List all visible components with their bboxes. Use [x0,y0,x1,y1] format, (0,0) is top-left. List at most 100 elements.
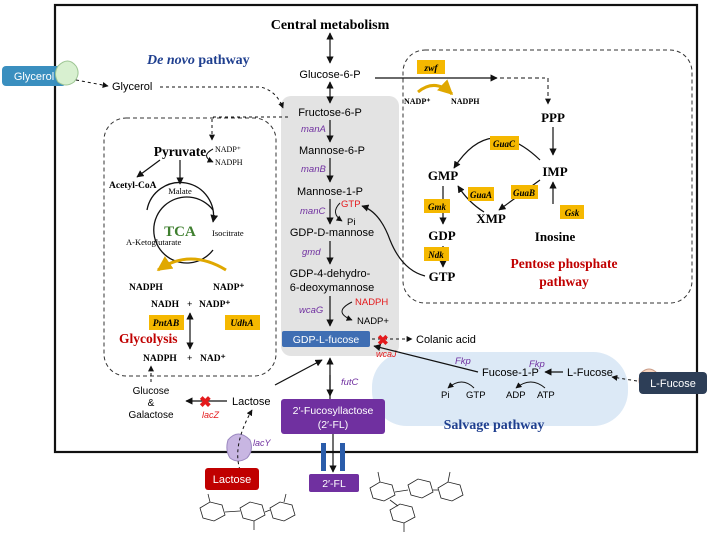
enzyme-guaC: GuaC [493,139,516,149]
arrow-nadp-nadph-tca [206,148,214,163]
cofactor-gtp-red: GTP [341,199,361,210]
inosine: Inosine [535,229,576,244]
arrow-glycerol-f6p [160,86,284,109]
fl-box [281,399,385,434]
cofactor-nadp-zwf: NADP⁺ [404,97,430,106]
cofactor-nadp-plus: NADP+ [357,316,389,327]
enzyme-gmk: Gmk [428,202,447,212]
glycerol-intracellular: Glycerol [112,81,152,93]
arrow-lfuc-import [611,374,638,382]
arrow-gtp-pi [335,202,343,222]
cofactor-nadph-left: NADPH [129,283,163,293]
gdp-l-fucose-box [282,331,370,347]
mannose-6-p: Mannose-6-P [299,145,365,157]
cofactor-nadp-tca: NADP⁺ [215,145,241,154]
glycolysis-title: Glycolysis [119,331,178,346]
glucose-6-p: Glucose-6-P [299,69,360,81]
enzyme-guaB: GuaB [513,188,535,198]
glycerol-transporter [55,60,79,86]
imp: IMP [542,164,567,179]
fucose-1-p: Fucose-1-P [482,367,539,379]
enzyme-lacZ: lacZ [202,410,220,420]
lactose-external-label: Lactose [213,474,252,486]
arrow-lactose-fl [274,359,323,386]
glycolysis-panel [103,117,277,377]
knockout-x-lacZ: ✖ [199,394,212,411]
guac-box [490,136,519,150]
fucosyllactose-line2: (2′-FL) [318,419,349,431]
cofactor-nadp-left: NADP⁺ [213,283,244,293]
cofactor-adp: ADP [506,390,526,401]
pentose-panel [402,49,693,304]
cofactor-nadh: NADH [151,300,180,310]
lactose-transporter [226,433,252,462]
enzyme-lacY: lacY [253,438,272,448]
glycerol-external-label: Glycerol [14,71,54,83]
tca-cycle-arc-left [153,196,214,264]
central-metabolism-title: Central metabolism [271,18,390,33]
gsk-box [560,205,584,219]
pntab-box [149,315,184,330]
udha-box [225,315,260,330]
ppp: PPP [541,110,565,125]
zwf-nadph-arrow [417,79,454,96]
plus-sign-1: + [187,300,192,310]
tca-label: TCA [164,224,196,240]
arrow-atp-adp [515,381,546,389]
gdp: GDP [428,228,456,243]
cofactor-pi: Pi [347,217,355,228]
guab-box [511,185,538,199]
gdp-4-dehydro-line2: 6-deoxymannose [290,282,374,294]
fl-out-label: 2′-FL [322,478,346,490]
arrow-nadph-nadp [341,301,353,321]
enzyme-manA: manA [301,124,326,135]
arrow-glycerol-import [75,79,109,88]
arrow-lactose-import [237,409,253,471]
de-novo-pathway-title: De novo pathway [146,53,250,68]
cofactor-nadph-red: NADPH [355,297,388,308]
arrow-pyruvate-acetylcoa [136,159,161,178]
enzyme-udhA: UdhA [230,319,253,329]
enzyme-fkp-2: Fkp [529,359,545,370]
acetyl-coa: Acetyl-CoA [109,181,157,191]
enzyme-manC: manC [300,206,325,217]
enzyme-wcaG: wcaG [299,305,323,316]
fructose-6-p: Fructose-6-P [298,107,362,119]
transhydrogenase-arrow [156,256,227,272]
cofactor-nadp-2: NADP⁺ [199,300,230,310]
cofactor-nadph-bottom: NADPH [143,354,177,364]
lactose-external-box [205,468,259,490]
arrow-f6p-pyruvate [209,116,288,141]
de-novo-panel [281,96,399,356]
a-ketoglutarate: A-Ketoglutarate [126,237,181,247]
cofactor-nadph-tca: NADPH [215,158,243,167]
cell-boundary [53,3,699,454]
exporter-bar-right [340,443,345,471]
arrow-fuc1p-gdpfuc [373,344,479,373]
cofactor-gtp-salvage: GTP [466,390,486,401]
cofactor-nad: NAD⁺ [200,354,226,364]
glycerol-external-box [2,66,66,86]
enzyme-gmd: gmd [302,247,321,258]
tca-cycle-arc-right [146,181,219,223]
l-fucose-intracellular: L-Fucose [567,367,613,379]
enzyme-futC: futC [341,377,359,388]
enzyme-fkp-1: Fkp [455,356,471,367]
plus-sign-2: + [187,354,192,364]
enzyme-ndk: Ndk [427,250,444,260]
fucosyllactose-structure-drawing [369,471,464,532]
cofactor-pi-salvage: Pi [441,390,449,401]
enzyme-gsk: Gsk [565,208,580,218]
guaa-box [468,187,494,201]
ampersand: & [148,398,155,409]
arrow-gtp-to-manC [361,204,426,277]
salvage-panel [372,352,628,426]
enzyme-wcaJ: wcaJ [376,349,397,359]
enzyme-guaA: GuaA [470,190,492,200]
arrow-gtp-pi-salvage [447,381,475,389]
malate: Malate [168,186,192,196]
enzyme-manB: manB [301,164,326,175]
mannose-1-p: Mannose-1-P [297,186,363,198]
gmp: GMP [428,168,458,183]
